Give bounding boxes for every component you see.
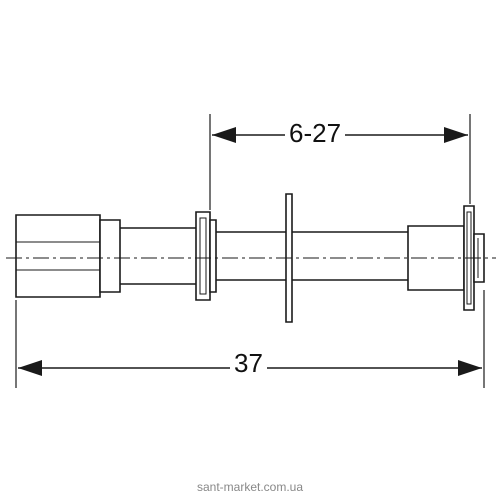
arrowhead-range-left [212, 127, 236, 143]
left-collar [100, 220, 120, 292]
arrowhead-overall-right [458, 360, 482, 376]
dimension-label-range: 6-27 [285, 120, 346, 146]
dimension-label-overall: 37 [230, 350, 267, 376]
arrowhead-range-right [444, 127, 468, 143]
left-nut-inner [200, 218, 206, 294]
left-fitting-body [16, 215, 100, 297]
watermark-text: sant-market.com.ua [196, 480, 304, 494]
arrowhead-overall-left [18, 360, 42, 376]
left-nut-ring [210, 220, 216, 292]
